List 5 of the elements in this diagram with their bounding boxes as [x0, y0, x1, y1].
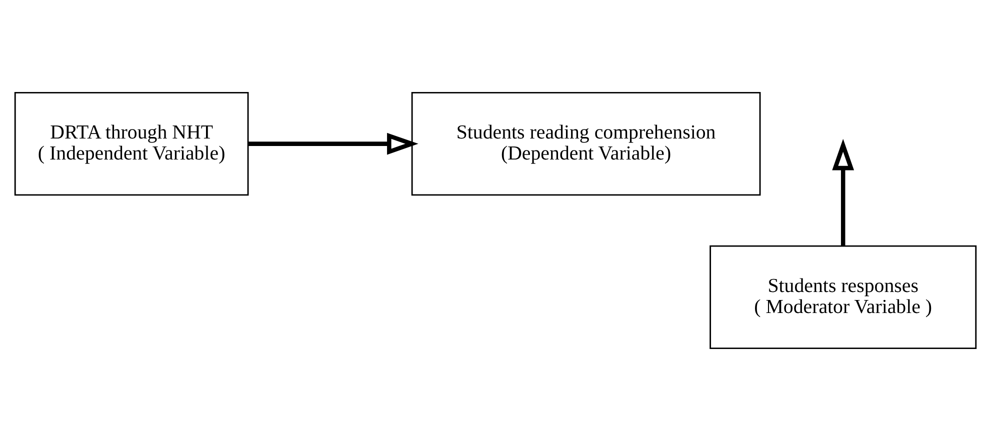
- arrow: [248, 132, 418, 155]
- node-box: Students reading comprehension (Dependent Variable): [410, 92, 760, 196]
- node-box: Students responses ( Moderator Variable ): [709, 245, 976, 350]
- arrow: [832, 138, 854, 246]
- node-box: DRTA through NHT ( Independent Variable): [14, 92, 248, 196]
